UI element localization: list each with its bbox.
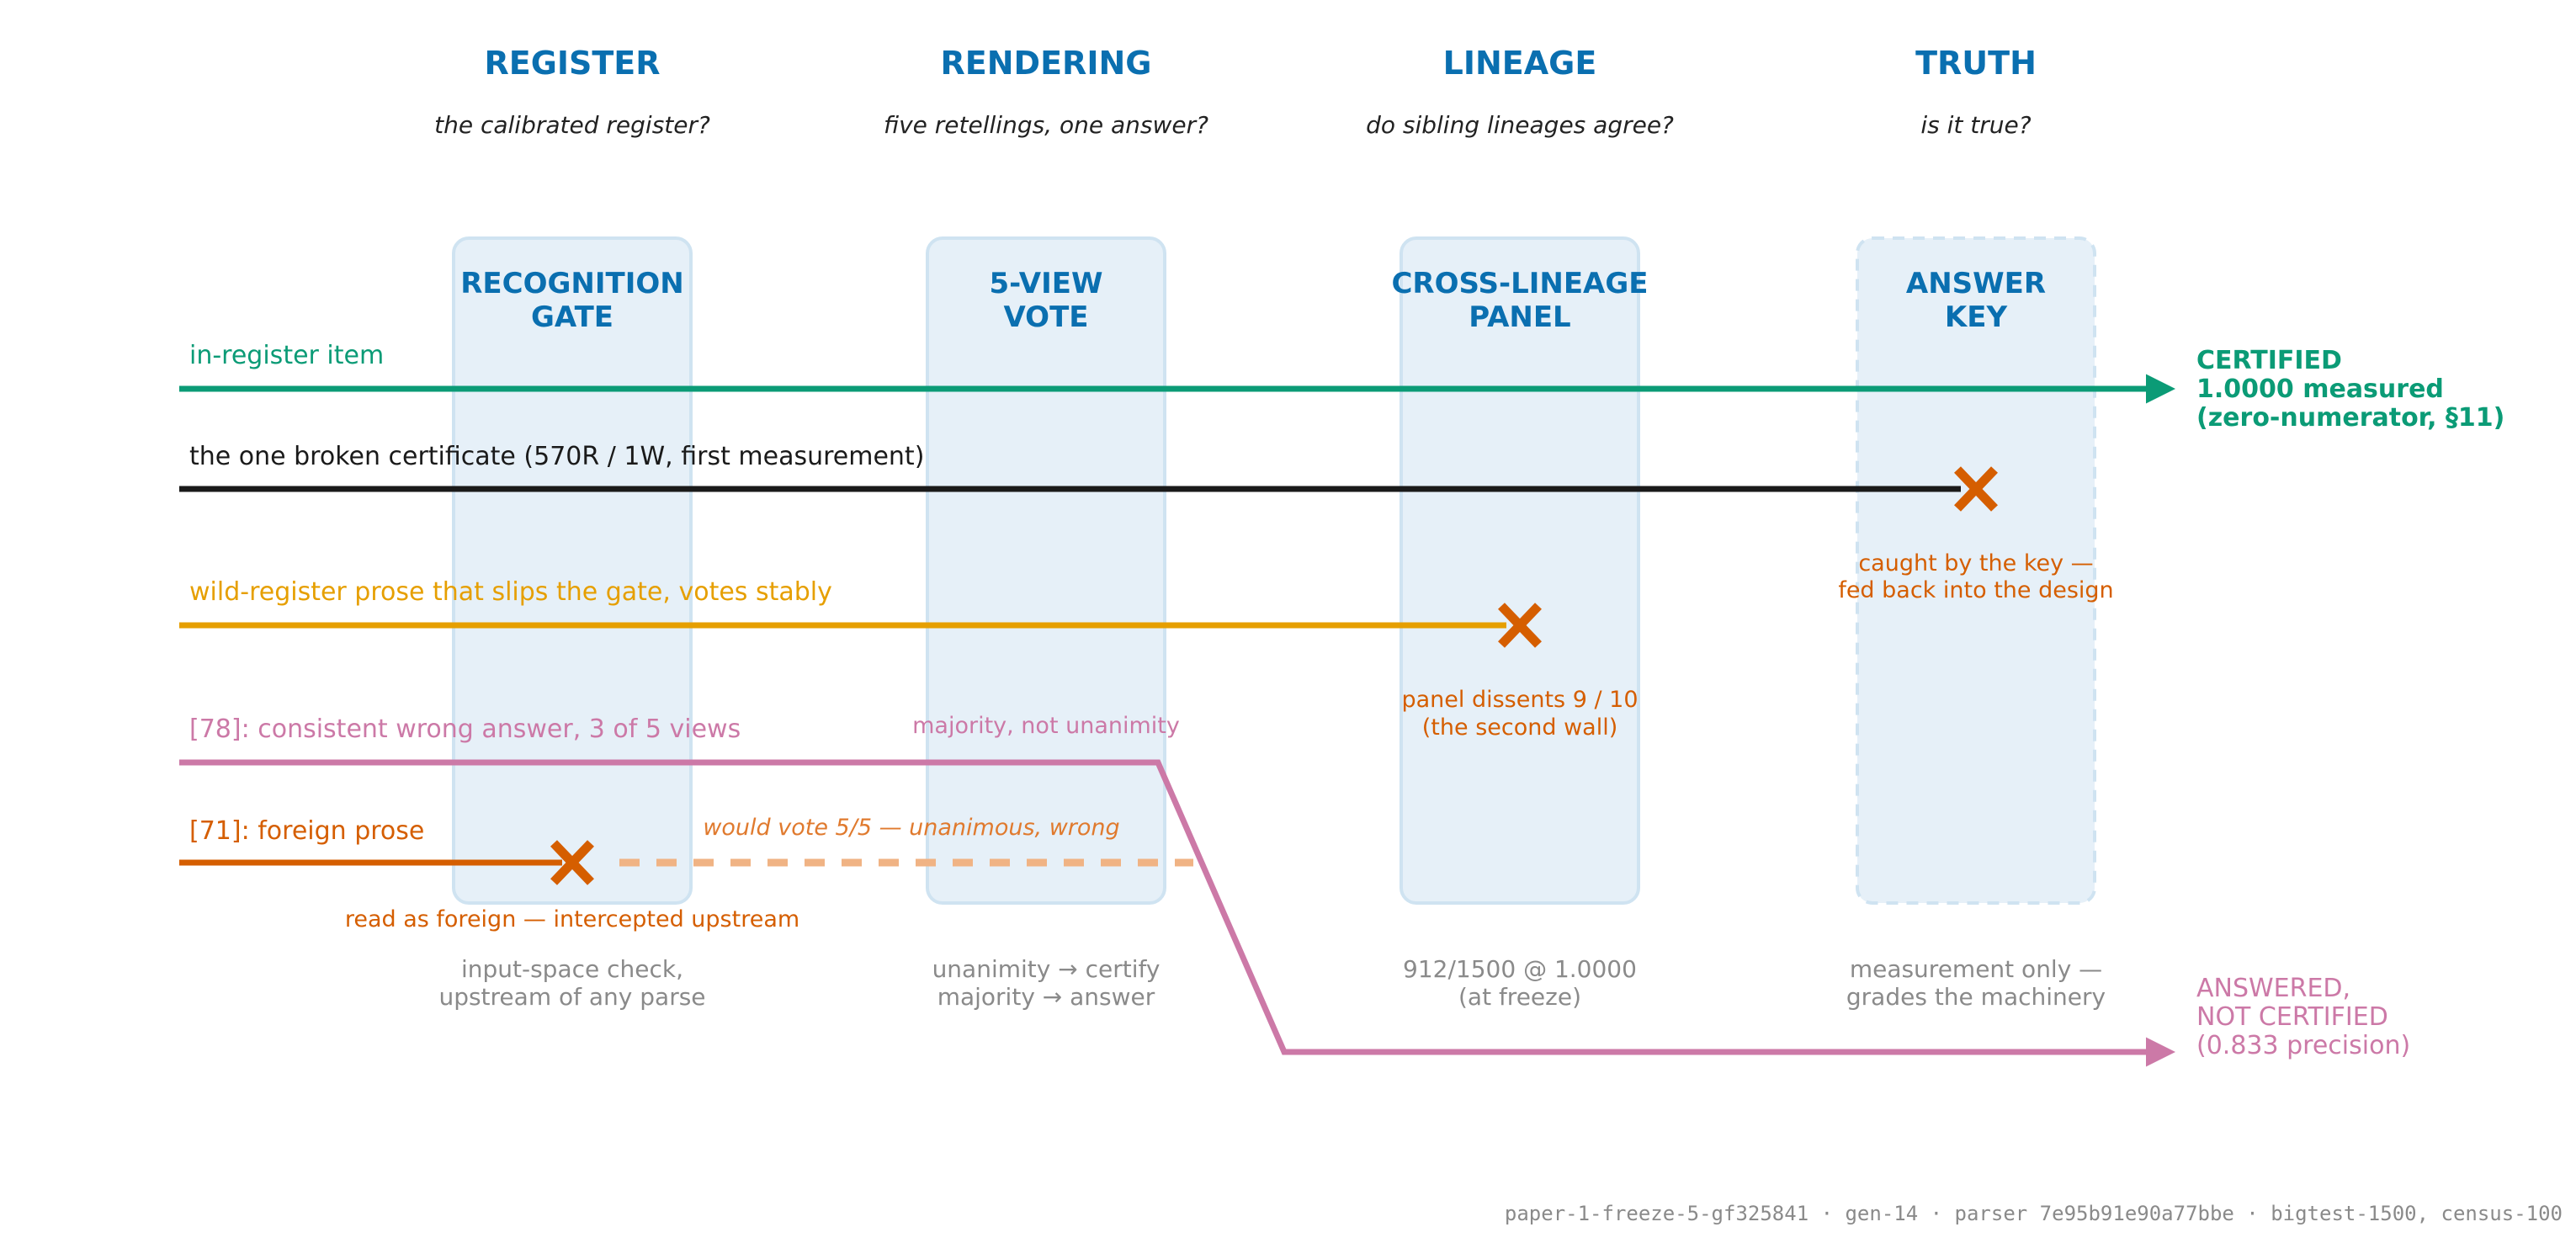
question-rendering: five retellings, one answer? <box>884 111 1208 139</box>
provenance-footer: paper-1-freeze-5-gf325841 · gen-14 · par… <box>1505 1202 2563 1225</box>
cross-icon <box>550 840 594 885</box>
box-title-recognition: RECOGNITION <box>460 267 683 300</box>
footnote-rendering-1: unanimity → certify <box>932 955 1161 983</box>
footnote-lineage-2: (at freeze) <box>1458 983 1581 1011</box>
lane-label-78: [78]: consistent wrong answer, 3 of 5 vi… <box>189 714 741 744</box>
outcome-answered-3: (0.833 precision) <box>2196 1031 2410 1060</box>
box-title-gate: GATE <box>531 300 613 334</box>
box-title-answer: ANSWER <box>1906 267 2046 300</box>
footnote-rendering-2: majority → answer <box>937 983 1155 1011</box>
annotation-gate-catch: read as foreign — intercepted upstream <box>345 906 799 932</box>
lane-item-71: [71]: foreign prose would vote 5/5 — una… <box>179 815 1193 932</box>
lane-in-register: in-register item <box>179 341 2175 404</box>
outcome-certified-2: 1.0000 measured <box>2196 374 2444 404</box>
lane-line-78 <box>179 759 2175 1067</box>
outcome-answered: ANSWERED, NOT CERTIFIED (0.833 precision… <box>2196 974 2410 1060</box>
footnote-register-2: upstream of any parse <box>438 983 705 1011</box>
header-lineage: LINEAGE <box>1443 45 1597 82</box>
lane-label-broken: the one broken certificate (570R / 1W, f… <box>189 442 924 471</box>
footnote-truth-1: measurement only — <box>1850 955 2102 983</box>
header-register: REGISTER <box>484 45 660 82</box>
box-title-cross-lineage: CROSS-LINEAGE <box>1391 267 1648 300</box>
lane-wild-register: wild-register prose that slips the gate,… <box>179 577 1639 741</box>
box-title-panel: PANEL <box>1469 300 1570 334</box>
header-rendering: RENDERING <box>941 45 1152 82</box>
column-footnotes: input-space check, upstream of any parse… <box>438 955 2106 1011</box>
outcome-certified: CERTIFIED 1.0000 measured (zero-numerato… <box>2196 346 2504 433</box>
outcome-answered-1: ANSWERED, <box>2196 974 2350 1003</box>
footnote-lineage-1: 912/1500 @ 1.0000 <box>1403 955 1637 983</box>
annotation-majority: majority, not unanimity <box>912 713 1180 739</box>
outcome-certified-1: CERTIFIED <box>2196 346 2342 375</box>
lane-label-wild: wild-register prose that slips the gate,… <box>189 577 832 607</box>
lane-broken-certificate: the one broken certificate (570R / 1W, f… <box>179 442 2114 603</box>
cross-icon <box>1954 466 1998 512</box>
column-headers: REGISTER the calibrated register? RENDER… <box>434 45 2037 139</box>
cross-icon <box>1498 603 1542 648</box>
box-cross-lineage-panel <box>1400 236 1640 905</box>
header-truth: TRUTH <box>1915 45 2037 82</box>
lane-label-in-register: in-register item <box>189 341 384 370</box>
annotation-key-catch-2: fed back into the design <box>1838 577 2113 603</box>
outcome-certified-3: (zero-numerator, §11) <box>2196 403 2504 433</box>
box-recognition-gate <box>452 236 693 905</box>
stage-boxes: RECOGNITION GATE 5-VIEW VOTE CROSS-LINEA… <box>452 236 2096 905</box>
lane-item-78: [78]: consistent wrong answer, 3 of 5 vi… <box>179 713 2175 1067</box>
annotation-key-catch-1: caught by the key — <box>1858 550 2093 576</box>
box-title-key: KEY <box>1945 300 2008 334</box>
footnote-register-1: input-space check, <box>461 955 683 983</box>
annotation-panel-dissent-2: (the second wall) <box>1422 714 1617 741</box>
question-truth: is it true? <box>1920 111 2031 139</box>
box-title-5-view: 5-VIEW <box>990 267 1103 300</box>
box-title-vote: VOTE <box>1003 300 1088 334</box>
question-lineage: do sibling lineages agree? <box>1366 111 1674 139</box>
box-answer-key <box>1856 236 2096 905</box>
question-register: the calibrated register? <box>434 111 710 139</box>
footnote-truth-2: grades the machinery <box>1846 983 2106 1011</box>
annotation-would-vote: would vote 5/5 — unanimous, wrong <box>703 815 1119 841</box>
lane-label-71: [71]: foreign prose <box>189 816 424 846</box>
outcome-answered-2: NOT CERTIFIED <box>2196 1002 2388 1032</box>
box-5-view-vote <box>926 236 1166 905</box>
annotation-panel-dissent-1: panel dissents 9 / 10 <box>1401 687 1638 713</box>
